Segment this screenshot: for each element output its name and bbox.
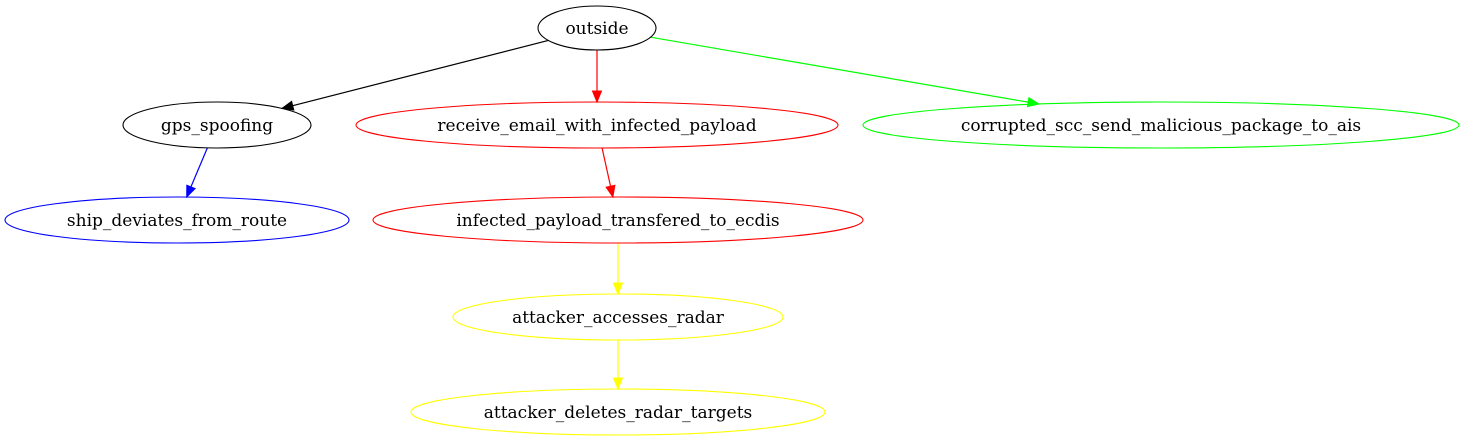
node-ellipse	[355, 101, 839, 149]
edges-layer	[186, 36, 1041, 391]
edge-outside-to-receive_email	[591, 50, 603, 104]
node-label: corrupted_scc_send_malicious_package_to_…	[961, 116, 1361, 136]
edge-attacker_radar-to-attacker_deletes	[612, 340, 624, 391]
node-receive_email: receive_email_with_infected_payload	[355, 101, 839, 149]
edge-outside-to-gps_spoofing	[280, 39, 549, 111]
edge-arrowhead	[612, 282, 624, 296]
node-label: gps_spoofing	[161, 116, 273, 136]
node-attacker_radar: attacker_accesses_radar	[452, 293, 784, 341]
edge-arrowhead	[280, 100, 295, 111]
edge-line	[190, 147, 208, 188]
node-ellipse	[122, 101, 312, 149]
node-ship_deviates: ship_deviates_from_route	[4, 196, 350, 244]
node-ellipse	[4, 196, 350, 244]
node-outside: outside	[537, 5, 657, 51]
node-corrupted_scc: corrupted_scc_send_malicious_package_to_…	[862, 101, 1460, 149]
edge-arrowhead	[1026, 96, 1041, 108]
edge-gps_spoofing-to-ship_deviates	[186, 147, 208, 199]
edge-arrowhead	[612, 377, 624, 391]
edge-line	[601, 147, 612, 187]
node-ellipse	[537, 5, 657, 51]
node-label: infected_payload_transfered_to_ecdis	[456, 211, 779, 231]
node-ellipse	[452, 293, 784, 341]
edge-outside-to-corrupted_scc	[650, 36, 1041, 108]
edge-line	[650, 36, 1029, 103]
node-ellipse	[372, 196, 864, 244]
edge-line	[292, 39, 549, 107]
node-infected_ecdis: infected_payload_transfered_to_ecdis	[372, 196, 864, 244]
node-label: outside	[565, 19, 628, 39]
node-label: attacker_deletes_radar_targets	[484, 403, 753, 423]
node-ellipse	[410, 388, 826, 436]
node-label: attacker_accesses_radar	[512, 308, 725, 328]
nodes-layer: outside gps_spoofing receive_email_with_in…	[4, 5, 1460, 436]
node-gps_spoofing: gps_spoofing	[122, 101, 312, 149]
edge-arrowhead	[591, 90, 603, 104]
node-label: ship_deviates_from_route	[67, 211, 287, 231]
edge-arrowhead	[605, 184, 616, 199]
node-ellipse	[862, 101, 1460, 149]
node-attacker_deletes: attacker_deletes_radar_targets	[410, 388, 826, 436]
edge-infected_ecdis-to-attacker_radar	[612, 243, 624, 296]
node-label: receive_email_with_infected_payload	[437, 116, 756, 136]
edge-receive_email-to-infected_ecdis	[601, 147, 616, 199]
edge-arrowhead	[186, 184, 196, 199]
